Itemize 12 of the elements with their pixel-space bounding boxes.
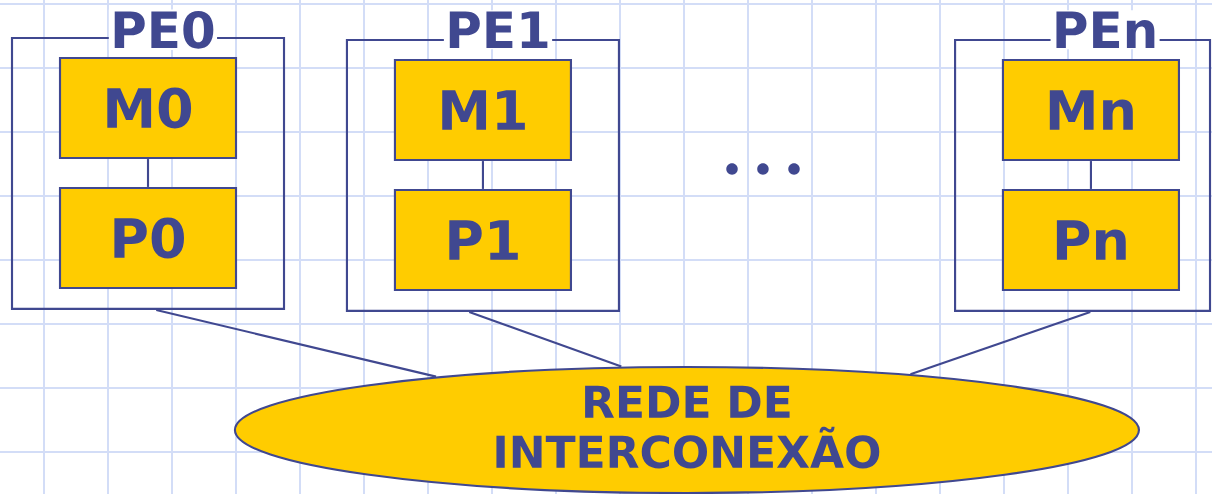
connector-line: [468, 311, 622, 368]
memory-box: Mn: [1001, 58, 1180, 162]
connector-line: [1089, 161, 1092, 189]
memory-box: M1: [393, 58, 572, 162]
connector-line: [146, 159, 150, 187]
connector-line: [481, 161, 484, 189]
connector-line: [156, 308, 437, 378]
connector-line: [910, 311, 1091, 376]
processor-box: P0: [58, 186, 238, 290]
memory-box: M0: [58, 56, 238, 160]
processor-box: P1: [393, 188, 572, 292]
processor-box: Pn: [1001, 188, 1180, 292]
